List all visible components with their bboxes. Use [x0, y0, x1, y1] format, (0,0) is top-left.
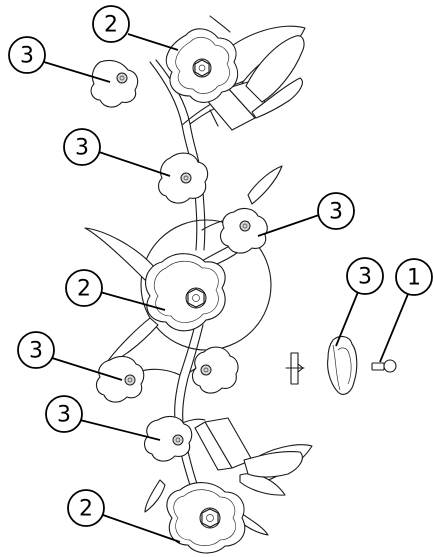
flower-small-right-mid	[191, 346, 239, 394]
callout-6: 3	[335, 257, 384, 347]
flower-small-lower-left	[143, 415, 193, 462]
callout-5-label: 2	[77, 277, 91, 302]
exploded-holder-ring	[285, 352, 305, 385]
callout-7-label: 1	[407, 266, 421, 291]
flower-large-center	[145, 253, 226, 332]
callout-6-label: 3	[358, 265, 372, 290]
bulbs	[243, 35, 305, 478]
flower-small-upper-mid	[157, 152, 209, 204]
callout-2-label: 3	[20, 44, 34, 69]
exploded-bulb	[371, 359, 397, 373]
callout-7: 1	[379, 258, 433, 363]
callout-9-label: 3	[57, 403, 71, 428]
callout-5: 2	[65, 269, 166, 311]
flower-small-right-top	[219, 207, 268, 254]
lamp-holders	[194, 81, 271, 471]
callout-10: 2	[67, 489, 181, 543]
callout-3: 3	[63, 128, 171, 177]
callout-3-label: 3	[75, 136, 89, 161]
exploded-shade	[327, 335, 358, 395]
flower-large-bottom	[166, 482, 246, 554]
callout-9: 3	[45, 395, 161, 441]
callout-2: 3	[8, 36, 111, 83]
flower-small-top-left	[90, 59, 139, 108]
callout-8: 3	[17, 331, 123, 381]
flower-large-top	[165, 28, 239, 103]
callout-4: 3	[257, 192, 355, 237]
callout-1: 2	[92, 5, 179, 51]
callout-8-label: 3	[29, 339, 43, 364]
callout-10-label: 2	[79, 497, 93, 522]
callout-4-label: 3	[329, 200, 343, 225]
callout-1-label: 2	[104, 13, 118, 38]
